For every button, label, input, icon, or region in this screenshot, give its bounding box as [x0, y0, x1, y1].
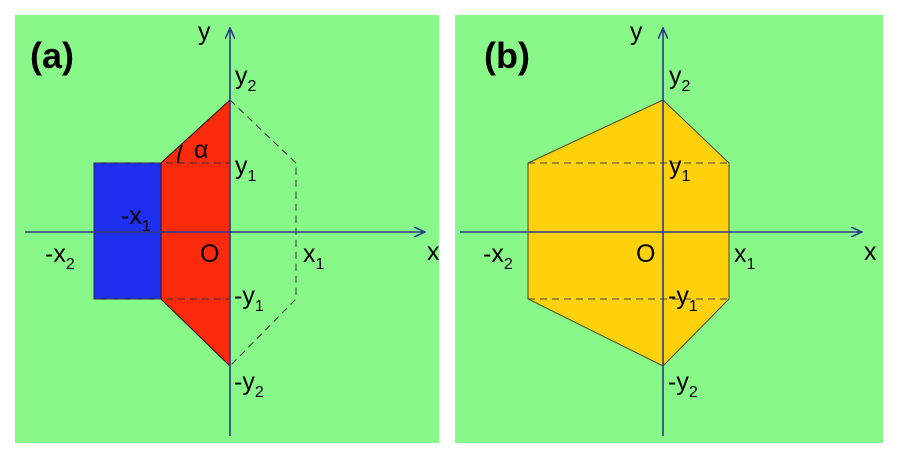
- x-axis-label: x: [427, 238, 440, 266]
- angle-arc: [177, 144, 183, 164]
- label-y1-b: y1: [669, 152, 691, 185]
- label-x1: x1: [303, 240, 325, 273]
- panel-a-label: (a): [30, 35, 74, 76]
- label-neg-y1: -y1: [234, 282, 264, 315]
- origin-label-b: O: [636, 240, 655, 268]
- label-y2: y2: [235, 62, 257, 95]
- label-neg-y2-b: -y2: [668, 368, 698, 401]
- panel-b-label: (b): [484, 35, 530, 76]
- label-neg-y1-b: -y1: [668, 282, 698, 315]
- label-neg-y2: -y2: [234, 368, 264, 401]
- label-neg-x2: -x2: [45, 240, 75, 273]
- label-neg-x1: -x1: [121, 202, 151, 235]
- label-neg-x2-b: -x2: [483, 240, 513, 273]
- panel-a: (a) y x O α y2 y1 -x1 -x2 x1 -y1 -y2: [15, 15, 440, 443]
- y-axis-label-b: y: [630, 18, 643, 46]
- label-y2-b: y2: [669, 62, 691, 95]
- dashed-guides-b: [528, 162, 729, 300]
- panel-b: (b) y x O y2 y1 -x2 x1 -y1 -y2: [455, 15, 883, 443]
- x-axis-label-b: x: [864, 238, 877, 266]
- origin-label: O: [200, 240, 219, 268]
- label-y1: y1: [235, 152, 257, 185]
- y-axis-label: y: [198, 18, 211, 46]
- dashed-guides: [94, 99, 297, 367]
- angle-label: α: [194, 136, 208, 164]
- label-x1-b: x1: [734, 240, 756, 273]
